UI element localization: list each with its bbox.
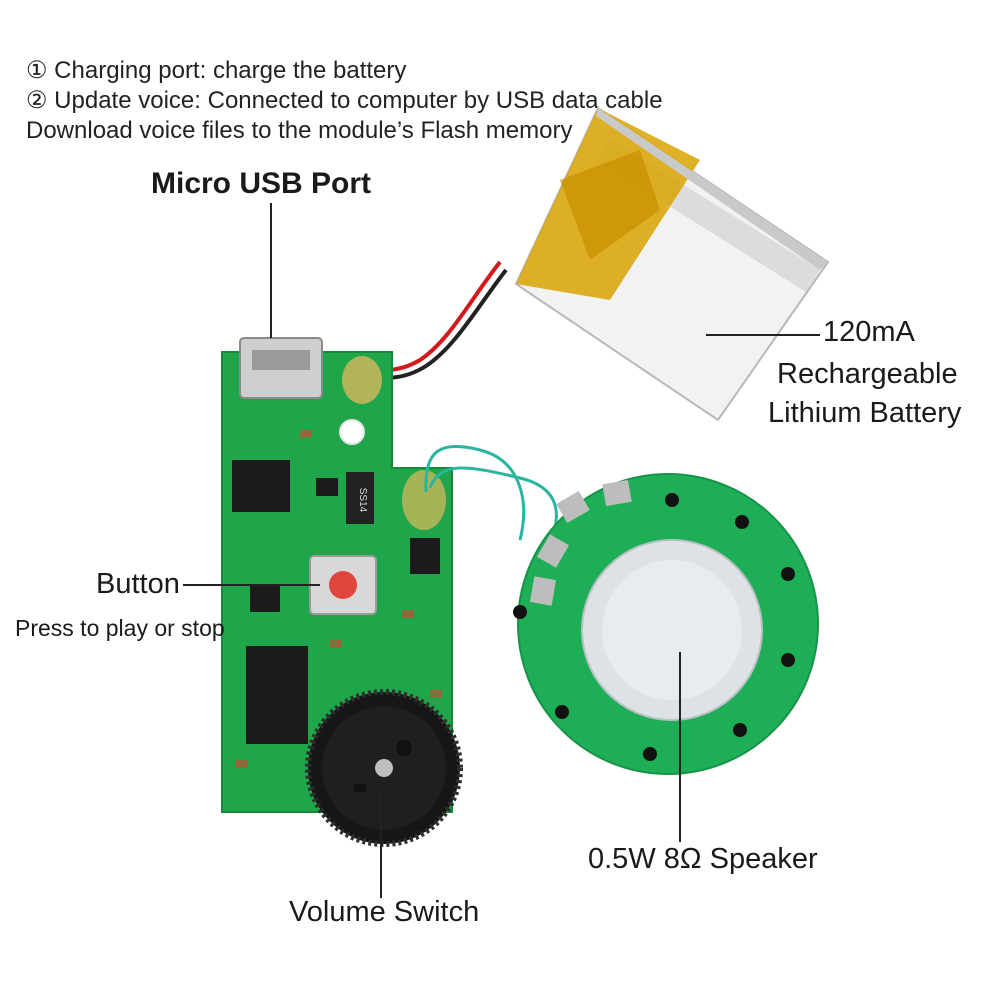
volume-switch-label: Volume Switch [289, 896, 480, 928]
mounting-hole [339, 419, 365, 445]
note-line-charging: ① Charging port: charge the battery [26, 57, 407, 84]
battery-chemistry-label: Lithium Battery [768, 397, 962, 429]
voice-chip [246, 646, 308, 744]
diode [346, 472, 374, 524]
description-notes: ① Charging port: charge the battery ② Up… [26, 56, 663, 146]
lithium-battery [514, 106, 830, 422]
charger-ic [232, 460, 290, 512]
battery-type-label: Rechargeable [777, 358, 958, 390]
speaker [513, 473, 819, 775]
button-label: Button [96, 568, 180, 600]
usb-port-label: Micro USB Port [151, 167, 372, 200]
note-line-download: Download voice files to the module’s Fla… [26, 117, 573, 144]
speaker-pointer-line [679, 652, 681, 842]
speaker-label: 0.5W 8Ω Speaker [588, 843, 818, 875]
push-button-cap [329, 571, 357, 599]
battery-pointer-line [706, 334, 820, 336]
button-description-label: Press to play or stop [15, 615, 225, 641]
button-pointer-line [183, 584, 320, 586]
volume-pointer-line [380, 788, 382, 898]
volume-knob [305, 689, 463, 847]
diode-marking: SS14 [357, 488, 368, 513]
battery-capacity-label: 120mA [823, 316, 915, 348]
note-line-update: ② Update voice: Connected to computer by… [26, 87, 663, 114]
usb-pointer-line [270, 203, 272, 338]
